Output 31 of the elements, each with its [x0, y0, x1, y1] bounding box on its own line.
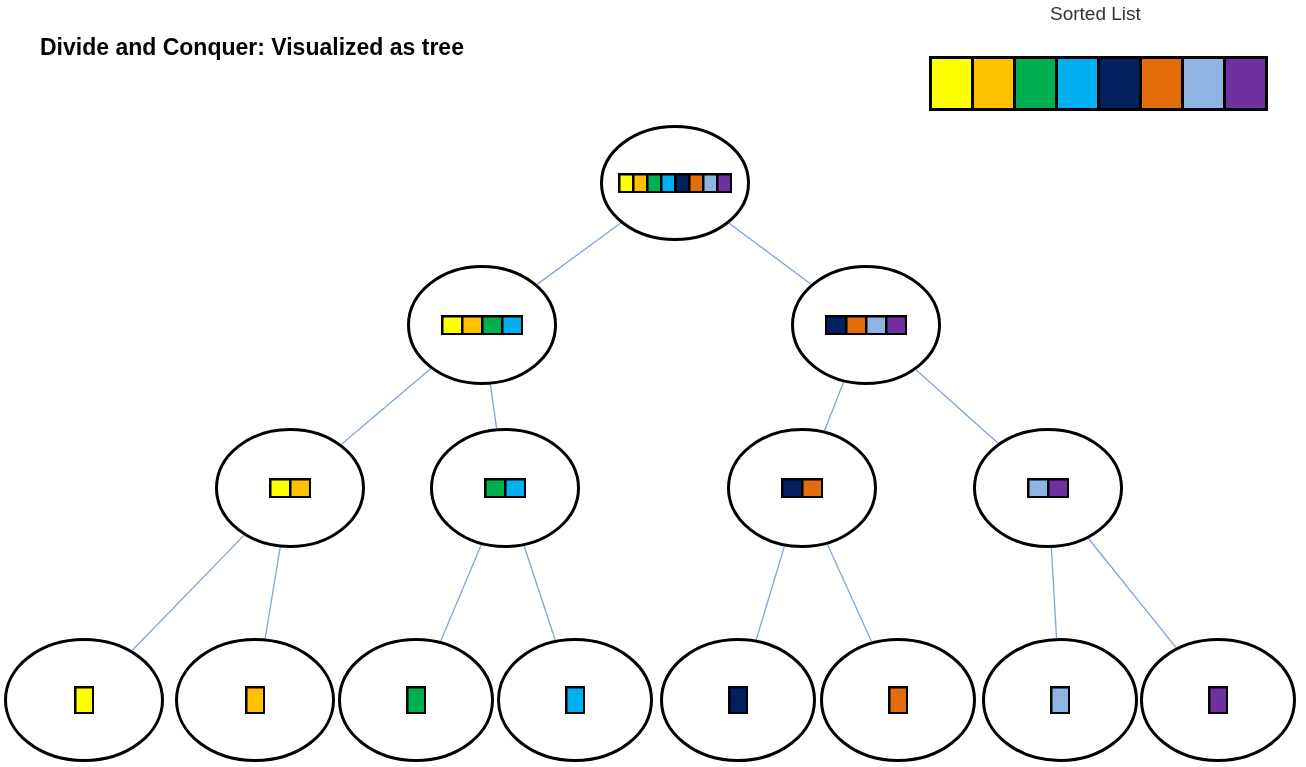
ellipse-node	[497, 638, 653, 762]
ellipse-node	[660, 638, 816, 762]
ellipse-node	[727, 428, 877, 548]
connector-line	[264, 546, 281, 640]
connector-line	[131, 534, 245, 652]
connector-line	[755, 545, 786, 641]
connector-line	[440, 544, 482, 642]
ellipse-node	[820, 638, 976, 762]
ellipse-node	[982, 638, 1138, 762]
ellipse-node	[338, 638, 494, 762]
ellipse-node	[791, 265, 941, 385]
connector-line	[489, 383, 498, 430]
connector-line	[1087, 537, 1177, 649]
ellipse-node	[430, 428, 580, 548]
connector-line	[823, 381, 845, 432]
connector-line	[523, 545, 556, 641]
connector-line	[340, 368, 432, 445]
ellipse-node	[175, 638, 335, 762]
list-label: Sorted List	[1050, 3, 1141, 25]
connector-line	[826, 543, 873, 643]
diagram-title: Divide and Conquer: Visualized as tree	[40, 34, 464, 61]
ellipse-node	[600, 125, 750, 241]
ellipse-node	[215, 428, 365, 548]
connector-line	[536, 222, 622, 286]
ellipse-node	[973, 428, 1123, 548]
ellipse-node	[4, 638, 164, 762]
ellipse-node	[1140, 638, 1296, 762]
ellipse-node	[407, 265, 557, 385]
connector-line	[1050, 547, 1058, 639]
connector-line	[915, 369, 999, 444]
connector-line	[728, 222, 812, 285]
